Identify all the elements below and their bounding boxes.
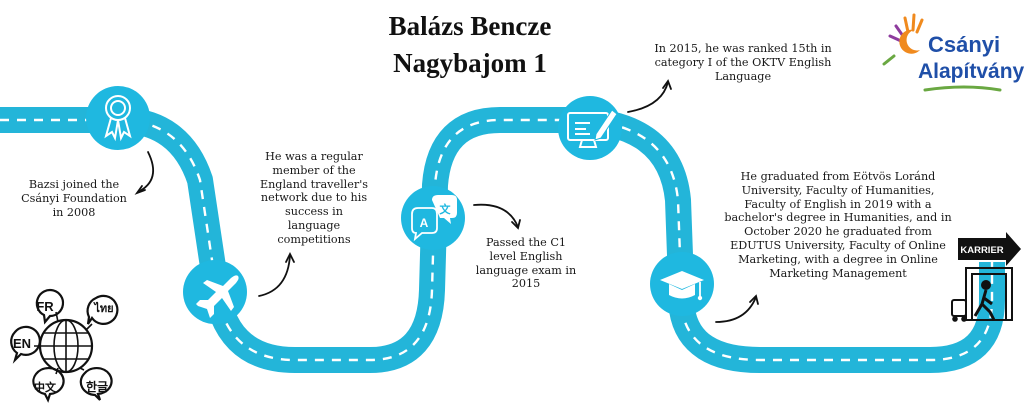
arrow-oktv-head: [662, 79, 672, 90]
airplane-icon: [196, 275, 239, 318]
karrier-label: KARRIER: [960, 245, 1003, 256]
monitor-pen-icon: [567, 109, 618, 148]
bubble-ko: [79, 366, 113, 401]
bubble-fr: [35, 288, 65, 325]
milestone-exam: A 文: [401, 186, 465, 250]
note-exam: Passed the C1 level English language exa…: [475, 236, 577, 291]
logo-line1: Csányi: [928, 32, 1000, 57]
arrow-foundation-head: [134, 185, 146, 195]
arrow-network-head: [285, 251, 295, 263]
lang-th: ไทย: [92, 301, 113, 315]
milestone-graduation: [650, 252, 714, 316]
arrow-graduation: [715, 296, 757, 323]
milestone-oktv: [558, 96, 622, 160]
svg-text:文: 文: [440, 202, 452, 216]
arrow-network: [258, 254, 291, 297]
graduation-cap-icon: [660, 271, 704, 301]
logo-line2: Alapítvány: [918, 60, 1024, 83]
note-foundation: Bazsi joined the Csányi Foundation in 20…: [21, 178, 127, 219]
arrow-foundation: [137, 151, 155, 193]
lang-fr: FR: [36, 299, 54, 314]
note-graduation: He graduated from Eötvös Loránd Universi…: [724, 170, 952, 280]
csanyi-logo-icon: [882, 13, 1002, 92]
karrier-arrow: KARRIER: [958, 232, 1021, 266]
bubble-th: [86, 294, 119, 325]
arrow-oktv: [627, 81, 669, 113]
bubble-zh: [32, 366, 65, 403]
note-network: He was a regular member of the England t…: [259, 150, 369, 246]
lang-ko: 한글: [86, 379, 108, 394]
exit-door-icon: [951, 267, 1013, 322]
page-title-subtitle: Nagybajom 1: [393, 48, 547, 78]
note-oktv: In 2015, he was ranked 15th in category …: [654, 42, 832, 83]
translate-bubbles-icon: A 文: [411, 195, 457, 242]
arrow-exam: [473, 203, 519, 228]
ribbon-award-icon: [104, 95, 132, 142]
lang-en: EN: [13, 336, 31, 351]
page-title-name: Balázs Bencze: [388, 11, 552, 41]
lang-zh: 中文: [34, 380, 57, 394]
bubble-en: [10, 325, 41, 364]
arrow-graduation-head: [749, 294, 759, 305]
arrow-exam-head: [511, 219, 521, 230]
milestone-network: [183, 260, 247, 324]
milestone-foundation: [86, 86, 150, 150]
svg-text:A: A: [420, 216, 429, 230]
globe-grid: [40, 319, 92, 373]
language-globe: [10, 288, 119, 403]
